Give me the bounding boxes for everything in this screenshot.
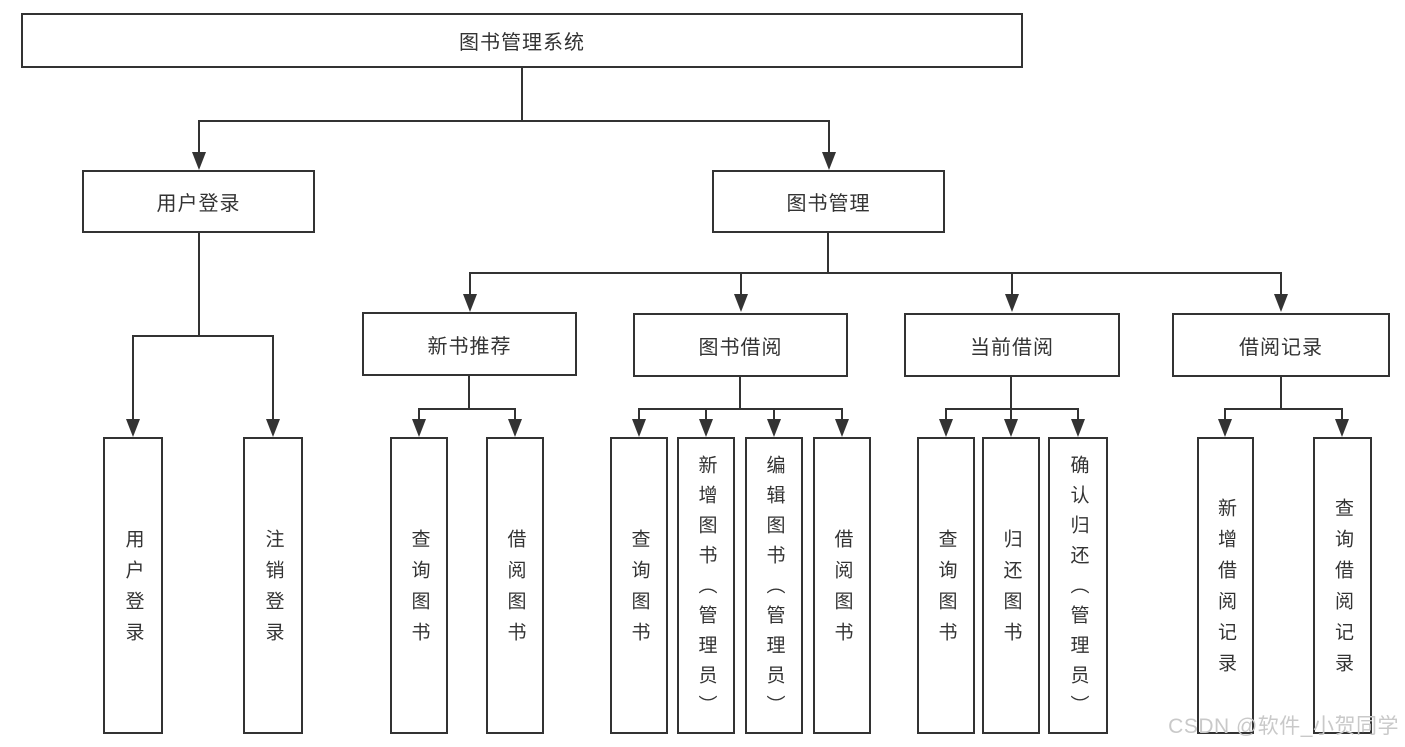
node-book-management-system: 图书管理系统	[21, 13, 1023, 68]
node-label: 借阅记录	[1239, 336, 1323, 359]
leaf-borrow-borrow-books: 借阅图书	[813, 437, 871, 734]
node-label: 新书推荐	[427, 335, 512, 358]
arrow-down-icon	[1005, 294, 1019, 312]
connector-segment	[1010, 408, 1012, 420]
connector-segment	[198, 233, 200, 335]
connector-segment	[1010, 377, 1012, 408]
leaf-borrow-query-books: 查询图书	[610, 437, 668, 734]
connector-segment	[773, 408, 775, 420]
connector-segment	[132, 335, 274, 337]
node-label: 归还图书	[1000, 528, 1022, 653]
connector-segment	[1280, 272, 1282, 295]
node-label: 查询图书	[408, 528, 430, 653]
connector-segment	[468, 376, 470, 408]
connector-segment	[739, 377, 741, 408]
node-label: 图书借阅	[698, 336, 783, 359]
node-label: 查询借阅记录	[1332, 497, 1353, 684]
arrow-down-icon	[1274, 294, 1288, 312]
node-borrowing-records: 借阅记录	[1172, 313, 1390, 377]
arrow-down-icon	[734, 294, 748, 312]
arrow-down-icon	[1004, 419, 1018, 437]
arrow-down-icon	[822, 152, 836, 170]
leaf-logout: 注销登录	[243, 437, 303, 734]
connector-segment	[1224, 408, 1343, 410]
connector-segment	[945, 408, 1079, 410]
leaf-user-login: 用户登录	[103, 437, 163, 734]
node-current-borrowing: 当前借阅	[904, 313, 1120, 377]
arrow-down-icon	[192, 152, 206, 170]
arrow-down-icon	[1335, 419, 1349, 437]
node-user-login: 用户登录	[82, 170, 315, 233]
arrow-down-icon	[266, 419, 280, 437]
connector-segment	[198, 120, 200, 153]
node-label: 新增借阅记录	[1215, 497, 1236, 684]
connector-segment	[418, 408, 420, 420]
connector-segment	[841, 408, 843, 420]
node-label: 查询图书	[935, 528, 957, 653]
connector-segment	[638, 408, 843, 410]
connector-segment	[1077, 408, 1079, 420]
connector-segment	[1011, 272, 1013, 295]
arrow-down-icon	[126, 419, 140, 437]
node-label: 借阅图书	[831, 528, 853, 653]
connector-segment	[469, 272, 471, 295]
node-label: 用户登录	[156, 193, 241, 215]
arrow-down-icon	[463, 294, 477, 312]
arrow-down-icon	[1071, 419, 1085, 437]
node-label: 确认归还（管理员）	[1067, 454, 1089, 725]
csdn-watermark: CSDN @软件_小贺同学	[1168, 715, 1399, 738]
leaf-newbook-query-books: 查询图书	[390, 437, 448, 734]
leaf-record-query-borrow-record: 查询借阅记录	[1313, 437, 1372, 734]
node-label: 用户登录	[122, 528, 144, 653]
arrow-down-icon	[508, 419, 522, 437]
node-book-borrowing: 图书借阅	[633, 313, 848, 377]
connector-segment	[827, 233, 829, 272]
node-book-management: 图书管理	[712, 170, 945, 233]
connector-segment	[945, 408, 947, 420]
node-new-book-recommendation: 新书推荐	[362, 312, 577, 376]
arrow-down-icon	[1218, 419, 1232, 437]
arrow-down-icon	[939, 419, 953, 437]
node-label: 注销登录	[262, 528, 284, 653]
node-label: 图书管理	[786, 193, 871, 215]
connector-segment	[1280, 377, 1282, 408]
arrow-down-icon	[412, 419, 426, 437]
node-label: 新增图书（管理员）	[695, 454, 717, 725]
connector-segment	[514, 408, 516, 420]
connector-segment	[418, 408, 516, 410]
leaf-borrow-add-books-admin: 新增图书（管理员）	[677, 437, 735, 734]
connector-segment	[828, 120, 830, 153]
connector-segment	[740, 272, 742, 295]
arrow-down-icon	[835, 419, 849, 437]
connector-segment	[705, 408, 707, 420]
leaf-newbook-borrow-books: 借阅图书	[486, 437, 544, 734]
arrow-down-icon	[699, 419, 713, 437]
node-label: 查询图书	[628, 528, 650, 653]
connector-segment	[638, 408, 640, 420]
connector-segment	[1341, 408, 1343, 420]
connector-segment	[1224, 408, 1226, 420]
connector-segment	[272, 335, 274, 420]
node-label: 借阅图书	[504, 528, 526, 653]
node-label: 当前借阅	[970, 336, 1054, 359]
arrow-down-icon	[632, 419, 646, 437]
connector-segment	[521, 68, 523, 120]
node-label: 编辑图书（管理员）	[763, 454, 785, 725]
arrow-down-icon	[767, 419, 781, 437]
leaf-current-query-books: 查询图书	[917, 437, 975, 734]
connector-segment	[132, 335, 134, 420]
connector-segment	[469, 272, 1281, 274]
leaf-borrow-edit-books-admin: 编辑图书（管理员）	[745, 437, 803, 734]
node-label: 图书管理系统	[459, 32, 585, 54]
leaf-record-add-borrow-record: 新增借阅记录	[1197, 437, 1254, 734]
leaf-current-return-books: 归还图书	[982, 437, 1040, 734]
leaf-current-confirm-return-admin: 确认归还（管理员）	[1048, 437, 1108, 734]
connector-segment	[198, 120, 830, 122]
